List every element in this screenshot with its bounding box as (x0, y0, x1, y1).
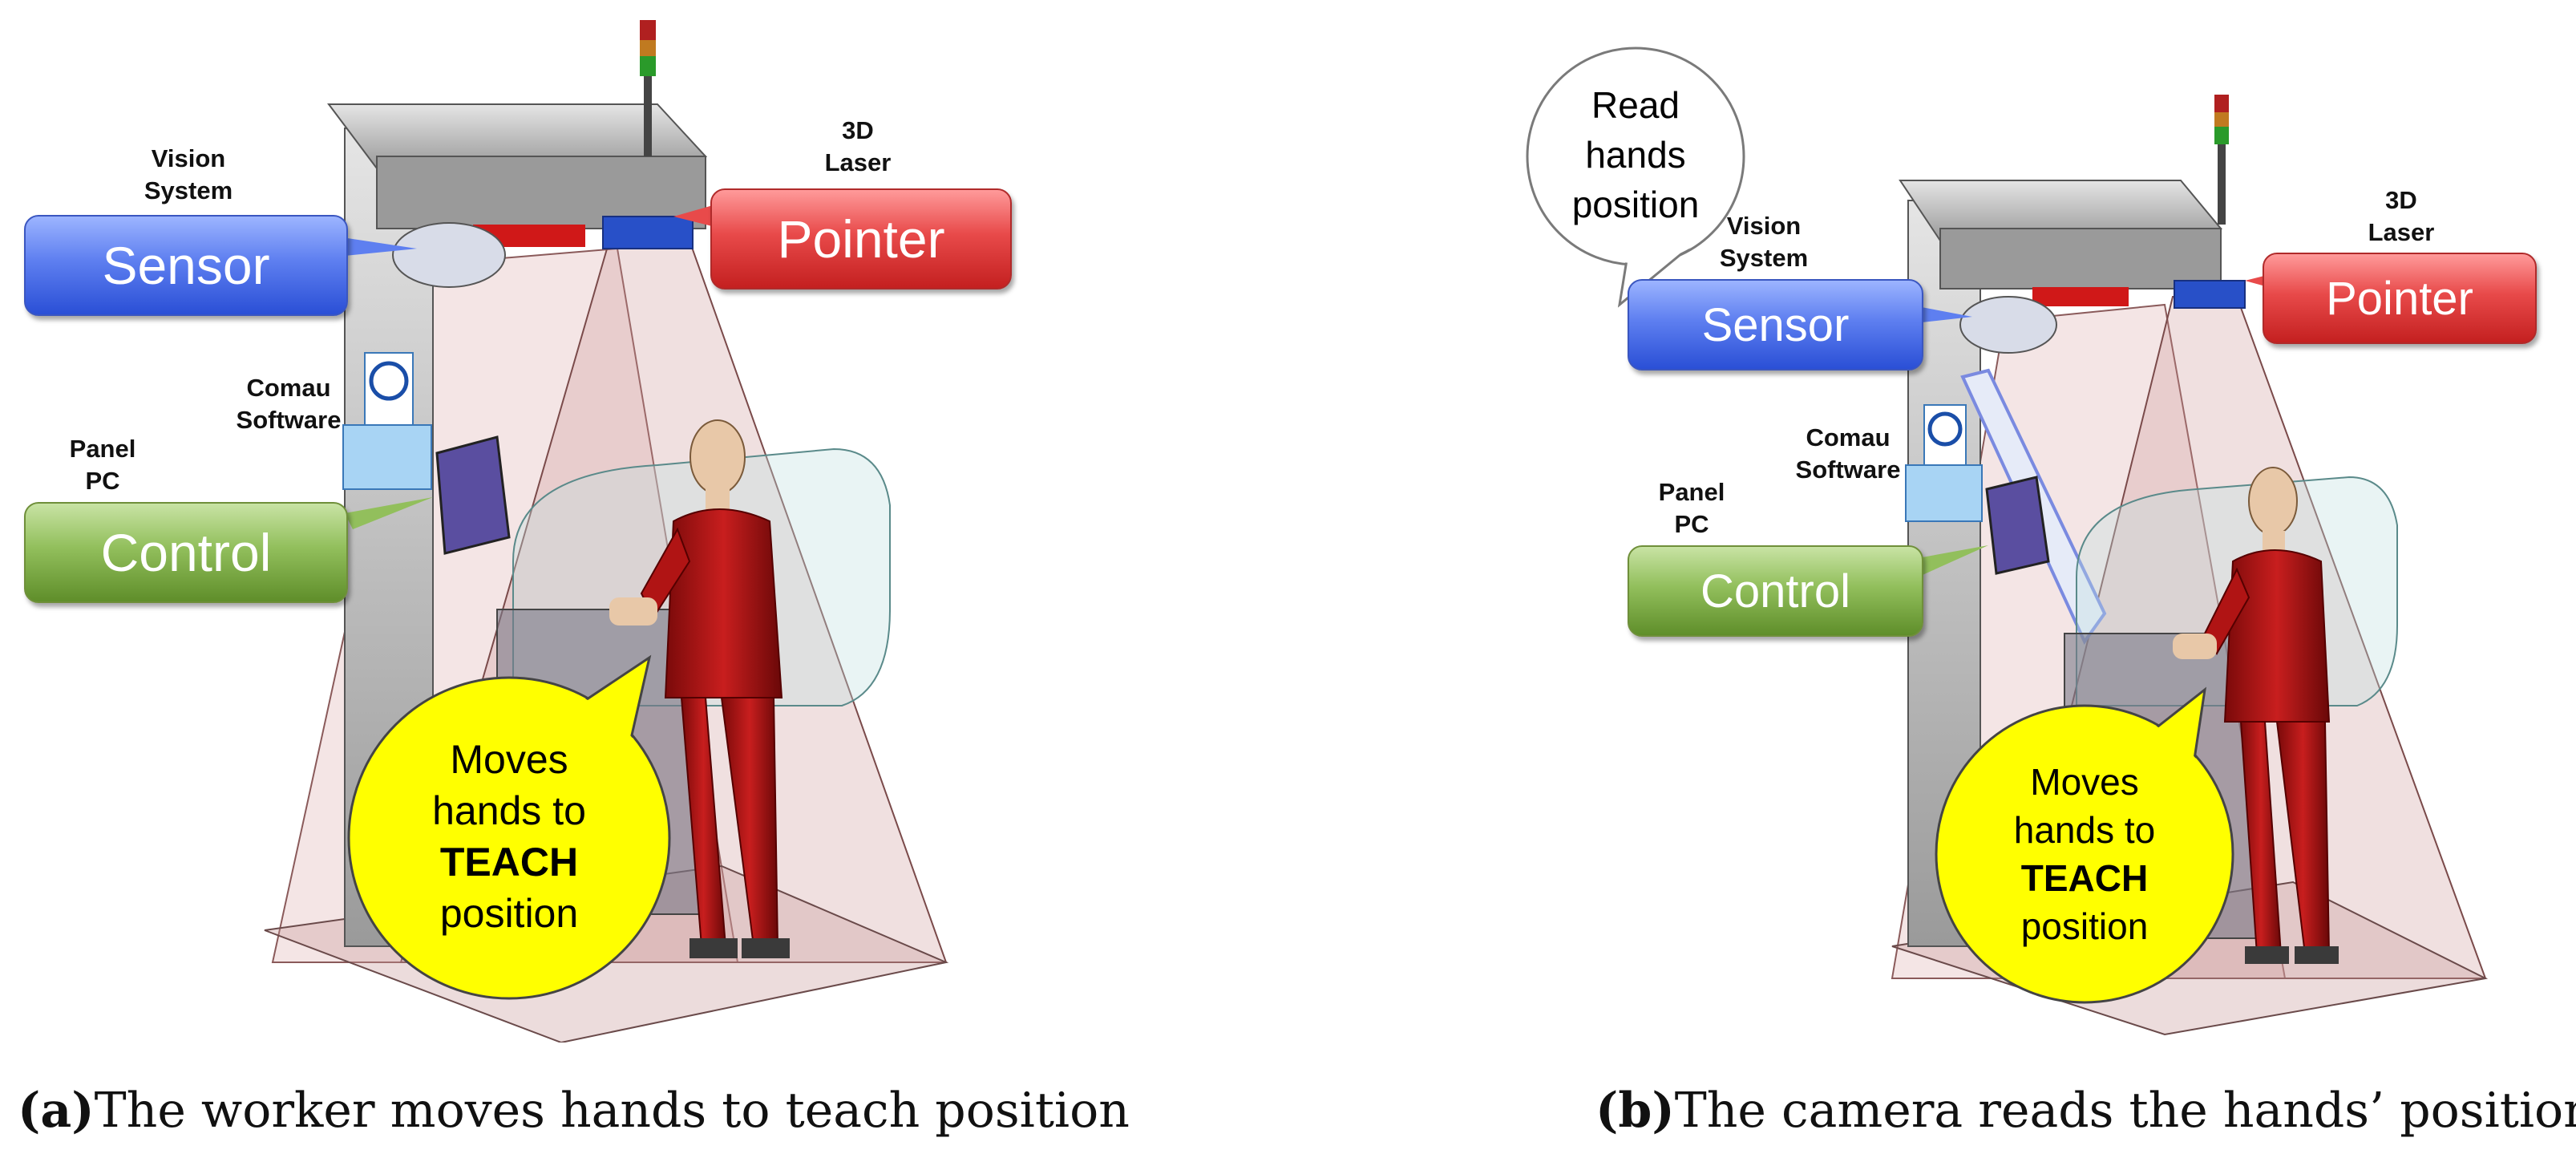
teach-line-4: position (2020, 905, 2149, 947)
read-line-1: Read (1591, 84, 1680, 126)
panel-pc-icon (1985, 476, 2050, 575)
teach-line-3: TEACH (439, 840, 579, 885)
laser-projector-icon (602, 216, 694, 249)
sensor-box-label: Sensor (102, 236, 270, 295)
pointer-box-label: Pointer (777, 209, 945, 269)
panel-a: Vision System Sensor 3D Laser Pointer Co… (0, 0, 1283, 1166)
signal-tower-icon (640, 20, 656, 156)
caption-b: (b)The camera reads the hands’ position (1595, 1083, 2576, 1139)
worker-figure (2173, 467, 2339, 964)
teach-bubble-text: Moves hands to TEACH position (389, 734, 629, 939)
caption-a: (a)The worker moves hands to teach posit… (18, 1083, 1130, 1139)
laser-label: 3D Laser (2368, 186, 2435, 246)
sensor-box-label: Sensor (1701, 298, 1850, 351)
control-box-label: Control (1700, 565, 1850, 617)
teach-line-4: position (439, 891, 579, 936)
comau-software-label: Comau Software (236, 374, 342, 434)
teach-line-3: TEACH (2020, 857, 2149, 899)
sensor-box: Sensor (1628, 279, 1923, 370)
panel-pc-label: Panel PC (69, 435, 136, 495)
control-box-label: Control (100, 523, 272, 582)
caption-b-tag: (b) (1595, 1083, 1675, 1139)
caption-a-text: The worker moves hands to teach position (94, 1083, 1130, 1139)
pointer-box-label: Pointer (2326, 272, 2473, 325)
camera-icon (1959, 296, 2057, 354)
laser-projector-icon (2174, 280, 2246, 309)
sensor-box: Sensor (24, 215, 348, 316)
read-line-3: position (1571, 184, 1700, 225)
pointer-box: Pointer (710, 188, 1012, 289)
teach-line-1: Moves (450, 737, 568, 782)
pointer-box: Pointer (2263, 253, 2537, 344)
control-box: Control (1628, 545, 1923, 637)
laser-label: 3D Laser (824, 116, 892, 176)
read-line-2: hands (1585, 134, 1686, 176)
workstation-illustration-b (1526, 47, 2489, 1036)
signal-tower-icon (2214, 95, 2229, 225)
teach-line-2: hands to (2013, 809, 2156, 851)
panel-pc-label: Panel PC (1658, 478, 1725, 538)
workstation-illustration-a (264, 20, 949, 1043)
control-box: Control (24, 502, 348, 603)
comau-software-label: Comau Software (1795, 423, 1901, 484)
vision-system-label: Vision System (144, 144, 233, 204)
teach-line-1: Moves (2030, 761, 2139, 803)
panel-pc-icon (435, 435, 511, 555)
worker-figure (609, 419, 790, 958)
vision-system-label: Vision System (1719, 212, 1809, 272)
panel-b: Read hands position Vision System Sensor… (1283, 0, 2576, 1166)
read-bubble-text: Read hands position (1547, 80, 1724, 229)
camera-icon (392, 222, 506, 288)
caption-b-text: The camera reads the hands’ position (1674, 1083, 2576, 1139)
teach-bubble-text: Moves hands to TEACH position (1972, 758, 2197, 950)
caption-a-tag: (a) (18, 1083, 95, 1139)
teach-line-2: hands to (432, 788, 586, 833)
